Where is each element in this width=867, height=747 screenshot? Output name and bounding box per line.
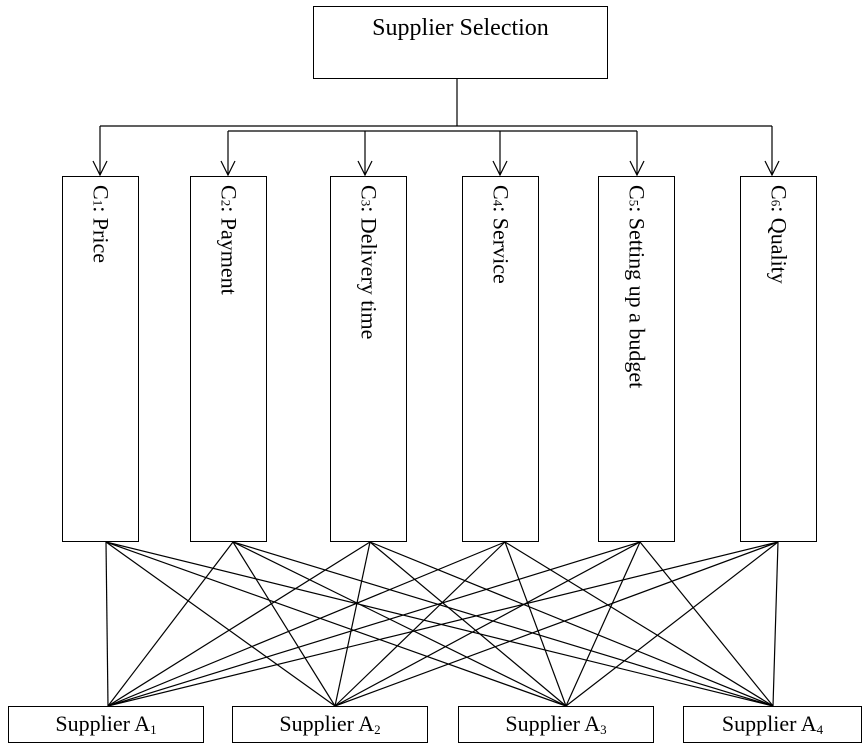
mesh-line [232,541,336,707]
criterion-label: C2: Payment [216,185,242,295]
goal-box: Supplier Selection [313,6,608,79]
mesh-line [107,541,779,707]
criterion-box-c3: C3: Delivery time [330,176,407,542]
alternative-label: Supplier A3 [505,711,607,737]
mesh-line [232,541,567,707]
mesh-line [107,541,641,707]
mesh-line [369,541,567,707]
mesh-line [565,541,779,707]
mesh-line [232,541,774,707]
criterion-label: C6: Quality [766,185,792,284]
criterion-box-c6: C6: Quality [740,176,817,542]
alternative-box-a4: Supplier A4 [683,706,862,743]
criterion-box-c1: C1: Price [62,176,139,542]
alternative-label: Supplier A1 [55,711,157,737]
mesh-line [334,541,779,707]
arrow-head-icon [220,160,236,177]
arrow-head-icon [764,160,780,177]
criterion-label: C4: Service [488,185,514,284]
mesh-line [504,541,774,707]
mesh-line [107,541,371,707]
arrow-head-icon [492,160,508,177]
mesh-line [369,541,774,707]
arrow-head-icon [629,160,645,177]
alternative-box-a3: Supplier A3 [458,706,654,743]
mesh-line [565,541,641,707]
mesh-line [105,541,774,707]
criterion-box-c4: C4: Service [462,176,539,542]
arrow-head-icon [92,160,108,177]
criterion-box-c5: C5: Setting up a budget [598,176,675,542]
mesh-line [772,541,779,707]
mesh-line [107,541,234,707]
criterion-label: C3: Delivery time [356,185,382,340]
alternative-box-a1: Supplier A1 [8,706,204,743]
arrow-head-icon [357,160,373,177]
mesh-line [105,541,567,707]
mesh-line [334,541,371,707]
mesh-line [639,541,774,707]
mesh-line [504,541,567,707]
goal-label: Supplier Selection [372,15,549,41]
alternative-label: Supplier A2 [279,711,381,737]
mesh-line [334,541,506,707]
criterion-label: C1: Price [88,185,114,264]
alternative-box-a2: Supplier A2 [232,706,428,743]
mesh-line [107,541,506,707]
criterion-box-c2: C2: Payment [190,176,267,542]
mesh-line [105,541,109,707]
alternative-label: Supplier A4 [721,711,824,737]
criterion-label: C5: Setting up a budget [624,185,650,389]
mesh-line [334,541,641,707]
mesh-line [105,541,336,707]
